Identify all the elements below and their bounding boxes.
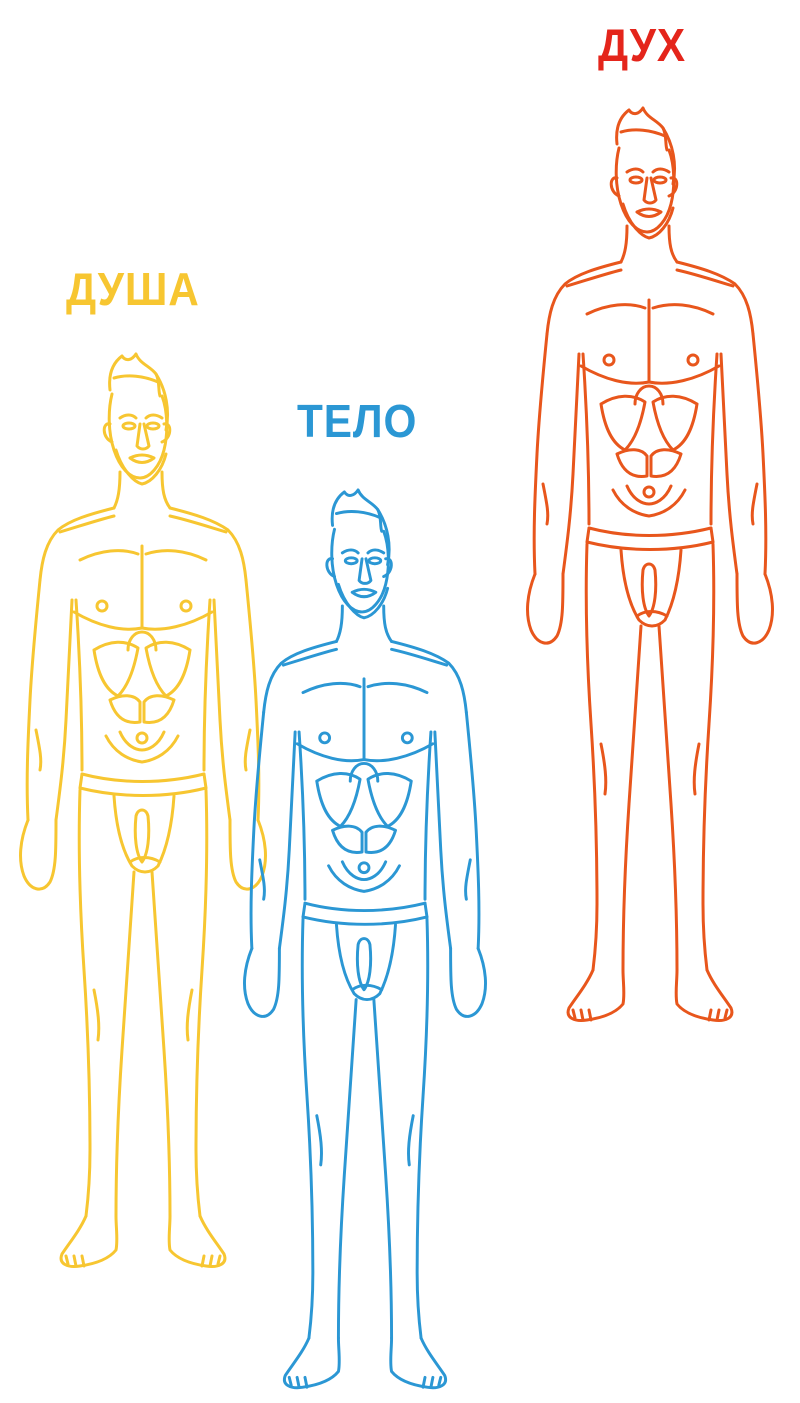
spirit-label: ДУХ xyxy=(598,22,686,68)
body-figure-outline-icon xyxy=(230,486,500,1401)
spirit-figure-outline-icon xyxy=(515,104,785,1034)
soul-label: ДУША xyxy=(66,266,200,312)
body-label: ТЕЛО xyxy=(297,398,417,444)
